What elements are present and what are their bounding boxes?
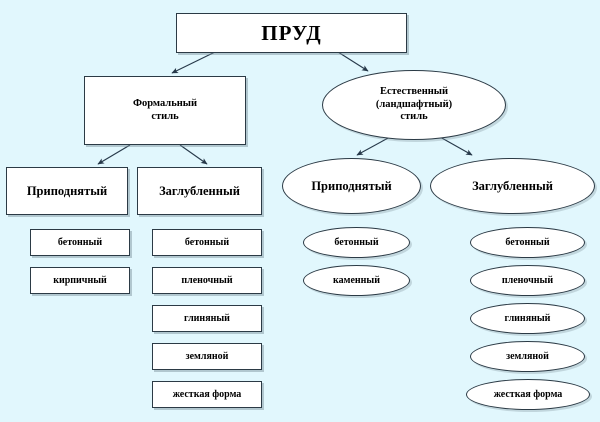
node-formal-style-label-line2: стиль [151, 110, 179, 122]
node-natural-sunken[interactable]: Заглубленный [430, 158, 595, 214]
leaf-natural-raised-2[interactable]: каменный [303, 265, 410, 296]
leaf-natural-raised-1[interactable]: бетонный [303, 227, 410, 258]
leaf-label: глиняный [504, 312, 551, 324]
node-root-label: ПРУД [261, 20, 322, 45]
node-formal-style-label-line1: Формальный [132, 98, 198, 110]
node-formal-style[interactable]: Формальный стиль [84, 76, 246, 145]
node-natural-sunken-label: Заглубленный [472, 178, 553, 193]
leaf-formal-raised-1[interactable]: бетонный [30, 229, 130, 256]
leaf-formal-raised-2[interactable]: кирпичный [30, 267, 130, 294]
leaf-label: жесткая форма [493, 388, 563, 400]
leaf-formal-sunken-4[interactable]: земляной [152, 343, 262, 370]
node-natural-style-label-line3: стиль [400, 111, 428, 123]
leaf-label: земляной [185, 350, 229, 362]
leaf-formal-sunken-1[interactable]: бетонный [152, 229, 262, 256]
leaf-natural-sunken-2[interactable]: пленочный [470, 265, 585, 296]
leaf-label: бетонный [334, 236, 379, 248]
leaf-natural-sunken-4[interactable]: земляной [470, 341, 585, 372]
leaf-label: кирпичный [53, 274, 107, 286]
edge-formal-to-sunken [179, 144, 208, 165]
edge-formal-to-raised [97, 144, 131, 165]
leaf-label: жесткая форма [172, 388, 242, 400]
node-formal-raised[interactable]: Приподнятый [6, 167, 128, 215]
edge-natural-to-raised [356, 136, 391, 156]
leaf-formal-sunken-3[interactable]: глиняный [152, 305, 262, 332]
leaf-natural-sunken-3[interactable]: глиняный [470, 303, 585, 334]
leaf-label: бетонный [57, 236, 103, 248]
node-natural-style[interactable]: Естественный (ландшафтный) стиль [322, 70, 506, 140]
leaf-label: каменный [333, 274, 380, 286]
node-formal-raised-label: Приподнятый [26, 183, 108, 198]
leaf-label: пленочный [501, 274, 554, 286]
edge-root-to-natural [337, 51, 369, 72]
leaf-label: бетонный [505, 236, 550, 248]
node-natural-style-label-line2: (ландшафтный) [375, 98, 453, 110]
edge-root-to-formal [171, 51, 216, 74]
leaf-natural-sunken-5[interactable]: жесткая форма [466, 379, 590, 410]
node-natural-raised-label: Приподнятый [311, 178, 392, 193]
node-formal-sunken[interactable]: Заглубленный [137, 167, 262, 215]
node-natural-raised[interactable]: Приподнятый [282, 158, 421, 214]
leaf-label: земляной [506, 350, 549, 362]
leaf-label: бетонный [184, 236, 230, 248]
leaf-natural-sunken-1[interactable]: бетонный [470, 227, 585, 258]
leaf-label: пленочный [181, 274, 233, 286]
leaf-label: глиняный [184, 312, 230, 324]
leaf-formal-sunken-5[interactable]: жесткая форма [152, 381, 262, 408]
edge-natural-to-sunken [439, 136, 473, 156]
node-root-pond[interactable]: ПРУД [176, 13, 407, 53]
node-natural-style-label-line1: Естественный [379, 86, 449, 98]
leaf-formal-sunken-2[interactable]: пленочный [152, 267, 262, 294]
node-formal-sunken-label: Заглубленный [159, 183, 240, 198]
